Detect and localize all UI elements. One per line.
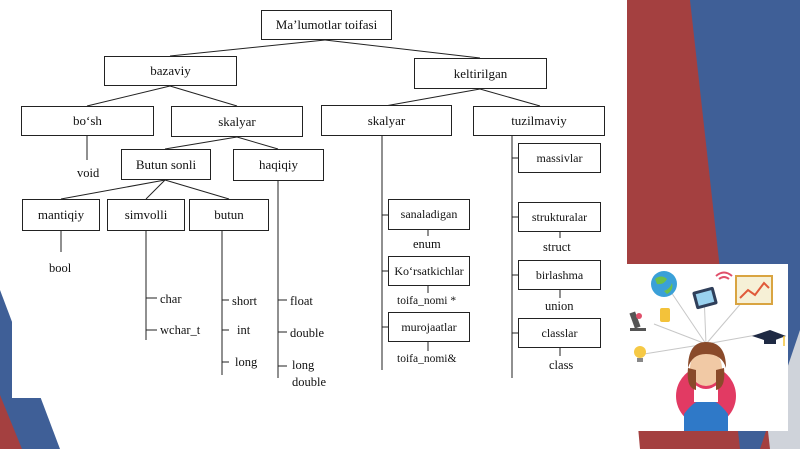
massivlar-node: massivlar (518, 143, 601, 173)
haqiqiy-node: haqiqiy (233, 149, 324, 181)
sanaladigan-node: sanaladigan (388, 199, 470, 230)
microscope-icon (629, 311, 646, 331)
leaf-long-double-line1: long (292, 358, 315, 372)
tuzilmaviy-node: tuzilmaviy (473, 106, 605, 136)
simvolli-node: simvolli (107, 199, 185, 231)
bosh-node: bo‘sh (21, 106, 154, 136)
classlar-node: classlar (518, 318, 601, 348)
student-avatar (676, 342, 736, 431)
leaf-wchar-t: wchar_t (160, 323, 201, 337)
chart-icon (735, 275, 773, 305)
butun-sonli-node: Butun sonli (121, 149, 211, 180)
leaf-bool: bool (49, 261, 72, 275)
leaf-int: int (237, 323, 251, 337)
leaf-short: short (232, 294, 257, 308)
butun-node: butun (189, 199, 269, 231)
wifi-icon (715, 271, 733, 280)
globe-icon (651, 271, 677, 297)
leaf-reference: toifa_nomi& (397, 353, 457, 365)
leaf-union: union (545, 299, 574, 313)
keltirilgan-node: keltirilgan (414, 58, 547, 89)
lab-icon (660, 308, 670, 322)
skalyar-left-node: skalyar (171, 106, 303, 137)
korsatkichlar-node: Ko‘rsatkichlar (388, 256, 470, 286)
leaf-long: long (235, 355, 258, 369)
bulb-icon (634, 346, 646, 362)
root-node: Ma’lumotlar toifasi (261, 10, 392, 40)
mantiqiy-node: mantiqiy (22, 199, 100, 231)
birlashma-node: birlashma (518, 260, 601, 290)
leaf-struct: struct (543, 240, 571, 254)
leaf-long-double-line2: double (292, 375, 327, 389)
leaf-float: float (290, 294, 313, 308)
bazaviy-node: bazaviy (104, 56, 237, 86)
leaf-class: class (549, 358, 574, 372)
illustration-svg (629, 271, 786, 431)
murojaatlar-node: murojaatlar (388, 312, 470, 342)
leaf-enum: enum (413, 237, 441, 251)
leaf-pointer: toifa_nomi * (397, 295, 457, 307)
red-stripe-left (0, 395, 22, 449)
tablet-icon (692, 286, 718, 310)
skalyar-right-node: skalyar (321, 105, 452, 136)
strukturalar-node: strukturalar (518, 202, 601, 232)
graduation-cap-icon (752, 330, 786, 346)
education-illustration (624, 264, 788, 431)
leaf-void: void (77, 166, 100, 180)
leaf-double: double (290, 326, 325, 340)
leaf-char: char (160, 292, 182, 306)
